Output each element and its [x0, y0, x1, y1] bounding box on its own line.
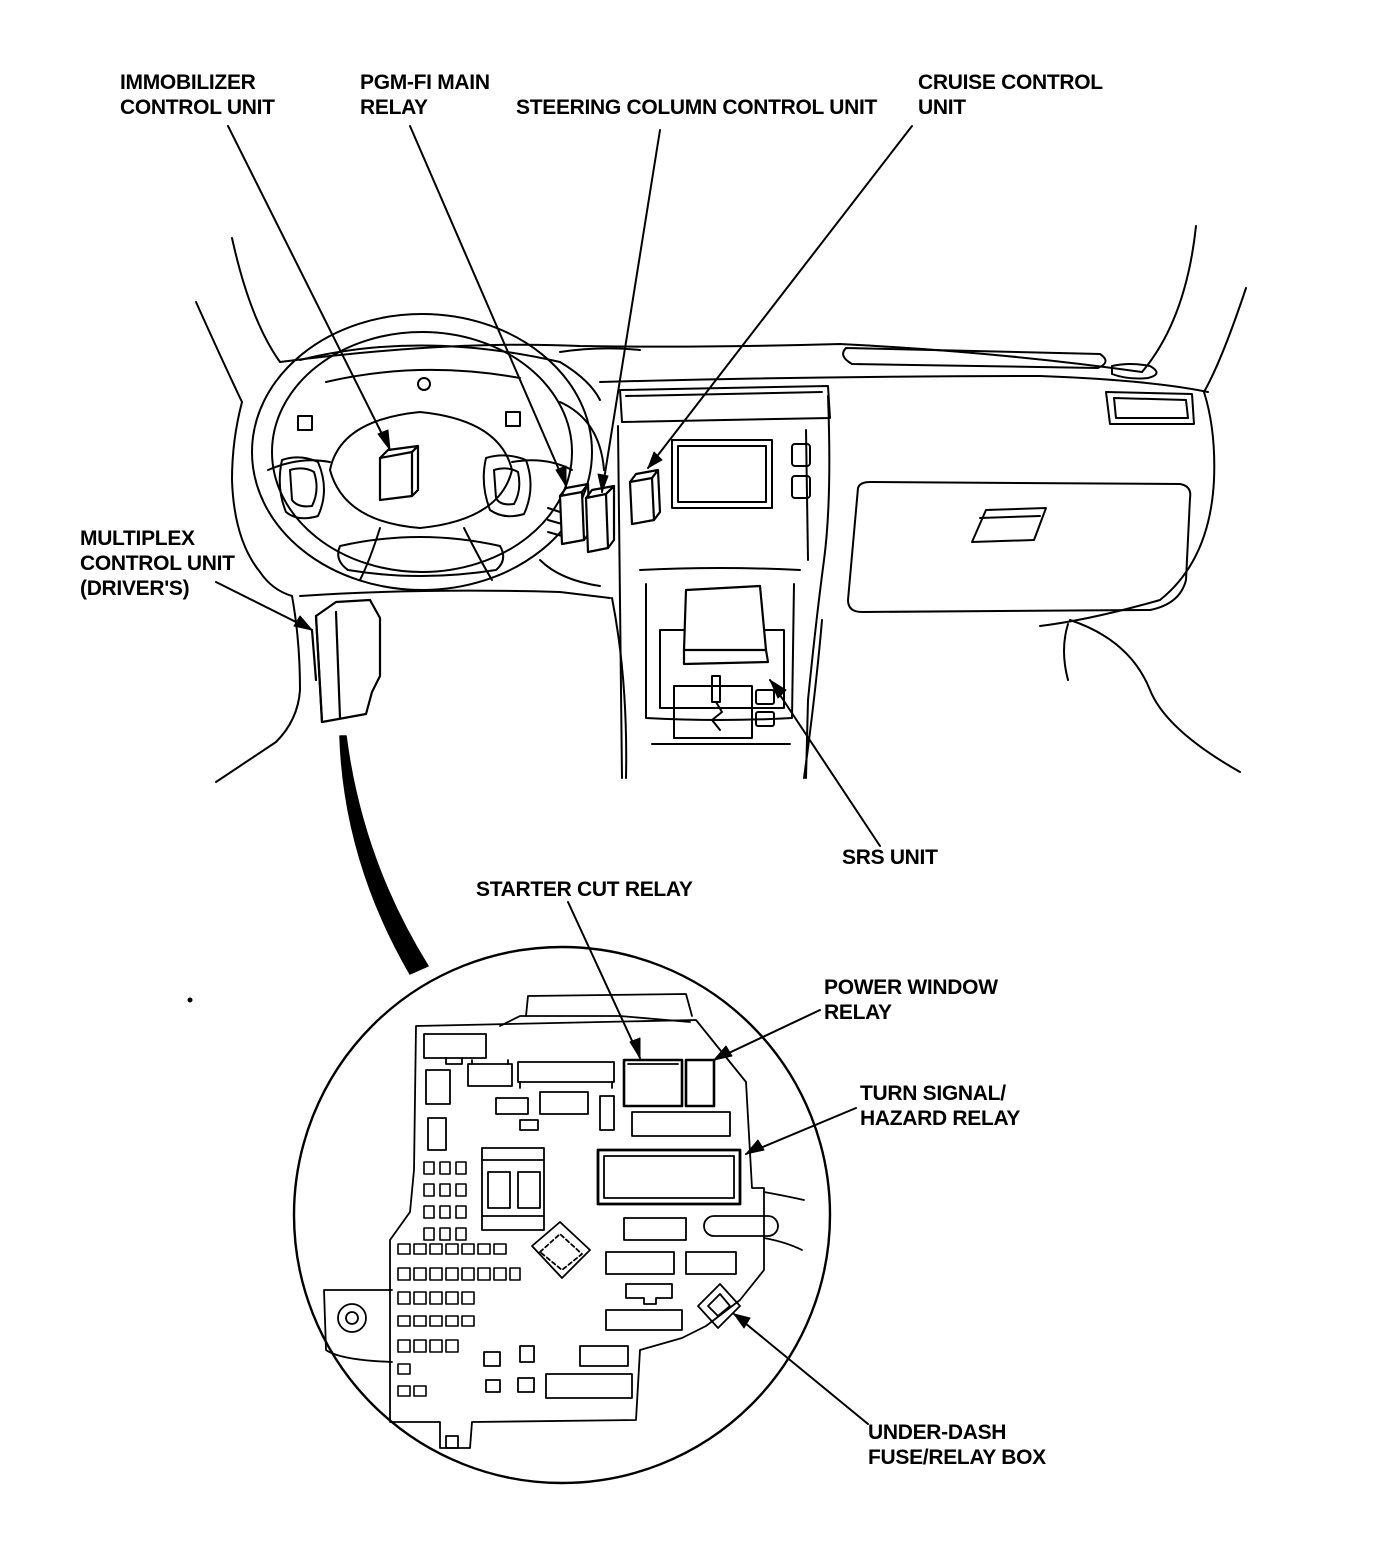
label-pgm-fi-main-relay: PGM-FI MAIN RELAY	[360, 70, 490, 120]
label-line: CONTROL UNIT	[80, 552, 235, 575]
label-line: SRS UNIT	[842, 846, 938, 869]
under-dash-fuse-relay-box-drawing	[323, 993, 805, 1449]
label-line: HAZARD RELAY	[860, 1107, 1021, 1130]
multiplex-control-unit-box	[310, 598, 382, 724]
steering-column-control-unit-box	[584, 484, 616, 554]
srs-unit-box	[682, 584, 770, 666]
label-line: RELAY	[360, 96, 428, 119]
label-under-dash-fuse-relay-box: UNDER-DASH FUSE/RELAY BOX	[868, 1420, 1046, 1470]
immobilizer-control-unit-box	[378, 444, 420, 502]
label-line: STEERING COLUMN CONTROL UNIT	[516, 96, 878, 119]
label-line: FUSE/RELAY BOX	[868, 1446, 1046, 1469]
cruise-control-unit-box	[628, 468, 662, 526]
leader-lines	[215, 125, 913, 1425]
label-line: (DRIVER'S)	[80, 577, 190, 600]
label-line: STARTER CUT RELAY	[476, 878, 693, 901]
label-line: CRUISE CONTROL	[918, 71, 1103, 94]
steering-wheel	[251, 313, 605, 591]
label-line: IMMOBILIZER	[120, 71, 256, 94]
scan-speck	[187, 997, 193, 1003]
label-multiplex-control-unit: MULTIPLEX CONTROL UNIT (DRIVER'S)	[80, 526, 235, 601]
label-line: TURN SIGNAL/	[860, 1082, 1006, 1105]
label-steering-column-control-unit: STEERING COLUMN CONTROL UNIT	[516, 95, 877, 120]
leader-arrowheads	[293, 429, 787, 1329]
label-power-window-relay: POWER WINDOW RELAY	[824, 975, 998, 1025]
label-line: RELAY	[824, 1001, 892, 1024]
fuse-box-detail-circle	[292, 945, 832, 1485]
label-immobilizer-control-unit: IMMOBILIZER CONTROL UNIT	[120, 70, 275, 120]
zoom-connector	[339, 735, 429, 975]
fuse-grid	[397, 1161, 521, 1397]
label-line: PGM-FI MAIN	[360, 71, 490, 94]
label-turn-signal-hazard-relay: TURN SIGNAL/ HAZARD RELAY	[860, 1081, 1020, 1131]
label-cruise-control-unit: CRUISE CONTROL UNIT	[918, 70, 1103, 120]
label-line: UNDER-DASH	[868, 1421, 1007, 1444]
label-line: POWER WINDOW	[824, 976, 998, 999]
label-line: CONTROL UNIT	[120, 96, 275, 119]
label-srs-unit: SRS UNIT	[842, 845, 938, 870]
label-line: UNIT	[918, 96, 966, 119]
label-starter-cut-relay: STARTER CUT RELAY	[476, 877, 693, 902]
label-line: MULTIPLEX	[80, 527, 195, 550]
